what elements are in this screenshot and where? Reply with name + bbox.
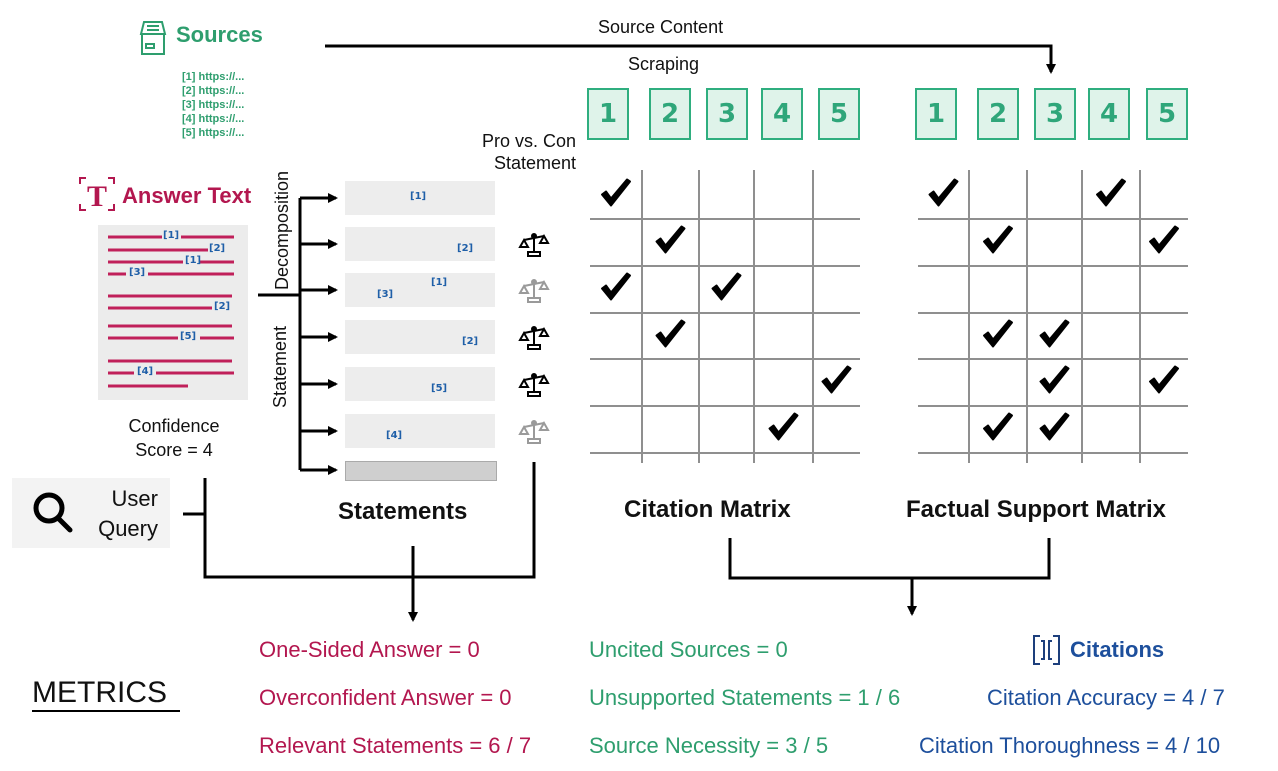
- factual-matrix-check-icon: [1039, 319, 1070, 348]
- statement-citation: [2]: [457, 243, 474, 254]
- factual-matrix-check-icon: [1039, 365, 1070, 394]
- source-url[interactable]: [3] https://...: [182, 99, 245, 111]
- scales-pro-icon: [518, 233, 550, 257]
- text-icon: T: [79, 177, 115, 213]
- statement-box: [345, 320, 495, 354]
- statement-box: [345, 414, 495, 448]
- statement-citation: [5]: [431, 383, 448, 394]
- scales-pro-icon: [518, 373, 550, 397]
- scales-con-icon: [518, 279, 550, 303]
- citation-source-box[interactable]: 1: [587, 88, 629, 140]
- source-url[interactable]: [1] https://...: [182, 71, 245, 83]
- pro-con-line1: Pro vs. Con: [481, 131, 576, 151]
- scales-con-icon: [518, 420, 550, 444]
- source-url[interactable]: [2] https://...: [182, 85, 245, 97]
- metrics-heading: METRICS: [32, 676, 167, 709]
- answer-citation: [5]: [180, 331, 197, 342]
- user-query-label: User Query: [82, 484, 158, 544]
- answer-citation: [2]: [214, 301, 231, 312]
- answer-citation: [3]: [129, 267, 146, 278]
- metric-source-necessity: Source Necessity = 3 / 5: [589, 733, 829, 758]
- citation-source-box[interactable]: 5: [818, 88, 860, 140]
- factual-source-box[interactable]: 1: [915, 88, 957, 140]
- statement-box: [345, 181, 495, 215]
- statement-box: [345, 273, 495, 307]
- citation-source-box[interactable]: 2: [649, 88, 691, 140]
- answer-citation: [1]: [185, 255, 202, 266]
- factual-source-box[interactable]: 2: [977, 88, 1019, 140]
- right-merge-bracket: [728, 538, 1051, 580]
- citation-brackets-icon: [1033, 635, 1060, 665]
- factual-source-box[interactable]: 3: [1034, 88, 1076, 140]
- user-query-line2: Query: [98, 516, 158, 541]
- metric-relevant-statements: Relevant Statements = 6 / 7: [259, 733, 532, 758]
- factual-matrix-check-icon: [1096, 178, 1126, 207]
- factual-matrix-check-icon: [1039, 412, 1070, 441]
- pro-con-line2: Statement: [493, 153, 576, 173]
- scraping-label: Scraping: [628, 54, 700, 74]
- statements-title: Statements: [338, 498, 468, 525]
- statement-citation: [2]: [462, 336, 479, 347]
- magnifier-icon: [33, 492, 73, 533]
- scales-pro-icon: [518, 326, 550, 350]
- answer-text-card: [98, 225, 248, 400]
- answer-citation: [4]: [137, 366, 154, 377]
- citation-matrix-check-icon: [601, 178, 631, 207]
- citation-matrix-title: Citation Matrix: [624, 496, 791, 523]
- citation-matrix-check-icon: [821, 365, 852, 394]
- factual-matrix-check-icon: [983, 412, 1013, 441]
- source-url[interactable]: [5] https://...: [182, 127, 245, 139]
- confidence-line1: Confidence: [128, 416, 220, 436]
- statement-box: [345, 461, 497, 481]
- sources-archive-icon: [139, 21, 167, 55]
- factual-source-box[interactable]: 5: [1146, 88, 1188, 140]
- factual-matrix-title: Factual Support Matrix: [906, 496, 1167, 523]
- answer-text-lines: [108, 235, 234, 388]
- statement-label: Statement: [270, 325, 290, 408]
- statement-citation: [1]: [410, 191, 427, 202]
- factual-matrix-check-icon: [928, 178, 959, 207]
- metric-overconfident-answer: Overconfident Answer = 0: [259, 685, 512, 710]
- citation-matrix-check-icon: [768, 412, 799, 441]
- metric-citation-thoroughness: Citation Thoroughness = 4 / 10: [919, 733, 1221, 758]
- citations-heading: Citations: [1070, 637, 1165, 662]
- confidence-score: Confidence Score = 4: [100, 414, 248, 462]
- statement-box: [345, 367, 495, 401]
- metric-unsupported-statements: Unsupported Statements = 1 / 6: [589, 685, 901, 710]
- citation-matrix-check-icon: [655, 319, 686, 348]
- citation-source-box[interactable]: 3: [706, 88, 748, 140]
- citation-matrix-grid: [590, 170, 860, 463]
- left-merge-bracket: [203, 462, 536, 579]
- svg-text:T: T: [87, 180, 107, 213]
- citation-matrix-check-icon: [601, 272, 631, 301]
- factual-matrix-check-icon: [1149, 365, 1179, 394]
- statement-citation: [4]: [386, 430, 403, 441]
- statement-box: [345, 227, 495, 261]
- citation-matrix-check-icon: [711, 272, 742, 301]
- answer-text-title: Answer Text: [122, 183, 252, 208]
- confidence-line2: Score = 4: [135, 440, 213, 460]
- user-query-line1: User: [111, 486, 158, 511]
- metric-uncited-sources: Uncited Sources = 0: [589, 637, 788, 662]
- source-content-arrow: [325, 44, 1056, 74]
- answer-citation: [2]: [209, 243, 226, 254]
- metric-one-sided-answer: One-Sided Answer = 0: [259, 637, 480, 662]
- source-content-label: Source Content: [598, 17, 724, 37]
- statement-citation: [3]: [377, 289, 394, 300]
- answer-citation: [1]: [163, 230, 180, 241]
- statement-citation: [1]: [431, 277, 448, 288]
- metric-citation-accuracy: Citation Accuracy = 4 / 7: [987, 685, 1225, 710]
- citation-source-box[interactable]: 4: [761, 88, 803, 140]
- factual-matrix-grid: [918, 170, 1188, 463]
- factual-source-box[interactable]: 4: [1088, 88, 1130, 140]
- factual-matrix-check-icon: [983, 225, 1013, 254]
- sources-title: Sources: [176, 22, 263, 47]
- source-url[interactable]: [4] https://...: [182, 113, 245, 125]
- decomposition-label: Decomposition: [272, 170, 292, 290]
- citation-matrix-check-icon: [655, 225, 686, 254]
- factual-matrix-check-icon: [1149, 225, 1179, 254]
- factual-matrix-check-icon: [983, 319, 1013, 348]
- source-url-list: [1] https://... [2] https://... [3] http…: [182, 70, 244, 140]
- pro-con-label: Pro vs. Con Statement: [472, 130, 576, 174]
